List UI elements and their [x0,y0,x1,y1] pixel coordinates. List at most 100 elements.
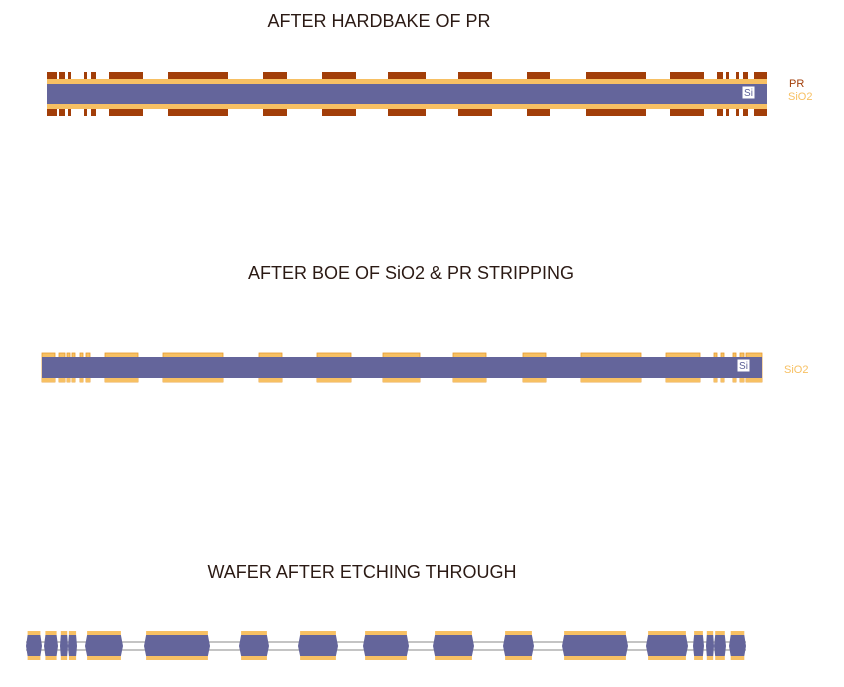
etched-sio2-bottom [60,656,68,660]
sio2-pad [259,353,282,357]
sio2-pad [721,353,724,357]
etched-si-segment [693,635,704,656]
hardbake-pr-top [47,72,767,79]
etched-sio2-top [300,631,336,635]
etched-sio2-top [68,631,77,635]
etched-si-segment [646,635,688,656]
sio2-pad [72,353,75,357]
pr-block [59,72,65,79]
sio2-pad [746,353,762,357]
etched-sio2-bottom [706,656,714,660]
etched-sio2-bottom [27,656,41,660]
etched-sio2-bottom [694,656,703,660]
sio2-pad [581,353,641,357]
pr-block [586,72,646,79]
etched-segments [26,631,746,660]
pr-block [388,109,426,116]
etched-sio2-bottom [505,656,532,660]
hardbake-sio2-top [47,79,767,84]
sio2-pad [163,353,223,357]
pr-block [263,72,287,79]
sio2-pad [740,353,744,357]
legend-sio2: SiO2 [788,91,812,103]
sio2-pad [581,378,641,382]
sio2-pad [105,378,138,382]
boe-sio2-bottom [42,378,762,382]
etched-sio2-top [146,631,208,635]
sio2-pad [259,378,282,382]
boe-si-label: Si [739,361,748,372]
sio2-pad [59,353,65,357]
etched-sio2-top [706,631,714,635]
sio2-pad [523,353,546,357]
sio2-pad [80,353,83,357]
sio2-pad [740,378,744,382]
pr-block [458,72,492,79]
etched-sio2-top [365,631,407,635]
pr-block [717,109,723,116]
pr-block [458,109,492,116]
legend-sio2-2: SiO2 [784,364,808,376]
pr-block [59,109,65,116]
pr-block [726,72,729,79]
pr-block [84,72,87,79]
hardbake-si-label: Si [744,88,753,99]
etched-si-segment [729,635,746,656]
sio2-pad [714,353,717,357]
etched-sio2-top [241,631,267,635]
etched-sio2-bottom [87,656,121,660]
stage-boe: AFTER BOE OF SiO2 & PR STRIPPING Si SiO2 [41,263,808,383]
etched-sio2-top [435,631,472,635]
etched-si-segment [44,635,58,656]
etched-sio2-top [564,631,626,635]
sio2-pad [317,353,351,357]
etched-sio2-top [694,631,703,635]
pr-block [586,109,646,116]
hardbake-sio2-bottom [47,104,767,109]
etched-si-segment [298,635,338,656]
pr-block [322,109,356,116]
sio2-pad [453,378,486,382]
sio2-pad [72,378,75,382]
pr-block [91,109,96,116]
etched-sio2-top [715,631,725,635]
legend-pr: PR [789,78,804,90]
etched-sio2-bottom [564,656,626,660]
sio2-pad [666,353,700,357]
boe-si-label-box [736,358,751,373]
stage-etched-title: WAFER AFTER ETCHING THROUGH [207,562,516,582]
pr-block [743,72,748,79]
sio2-pad [80,378,83,382]
sio2-pad [317,378,351,382]
etched-sio2-bottom [715,656,725,660]
pr-block [168,72,228,79]
pr-block [736,109,739,116]
sio2-pad [86,353,90,357]
etched-si-segment [239,635,269,656]
etched-si-segment [85,635,123,656]
sio2-pad [86,378,90,382]
hardbake-si-label-box [741,85,756,100]
hardbake-pr-bottom [47,109,767,116]
etched-si-segment [60,635,68,656]
etched-sio2-top [505,631,532,635]
etched-si-segment [144,635,210,656]
sio2-pad [383,353,420,357]
pr-block [109,109,143,116]
sio2-pad [523,378,546,382]
pr-block [527,72,550,79]
pr-block [527,109,550,116]
etched-sio2-top [87,631,121,635]
stage-etched: WAFER AFTER ETCHING THROUGH [26,562,746,660]
sio2-pad [42,353,55,357]
sio2-pad [59,378,65,382]
etched-sio2-top [648,631,686,635]
pr-block [109,72,143,79]
pr-block [754,72,767,79]
pr-block [322,72,356,79]
pr-block [754,109,767,116]
pr-block [388,72,426,79]
sio2-pad [721,378,724,382]
pr-block [84,109,87,116]
sio2-pad [163,378,223,382]
